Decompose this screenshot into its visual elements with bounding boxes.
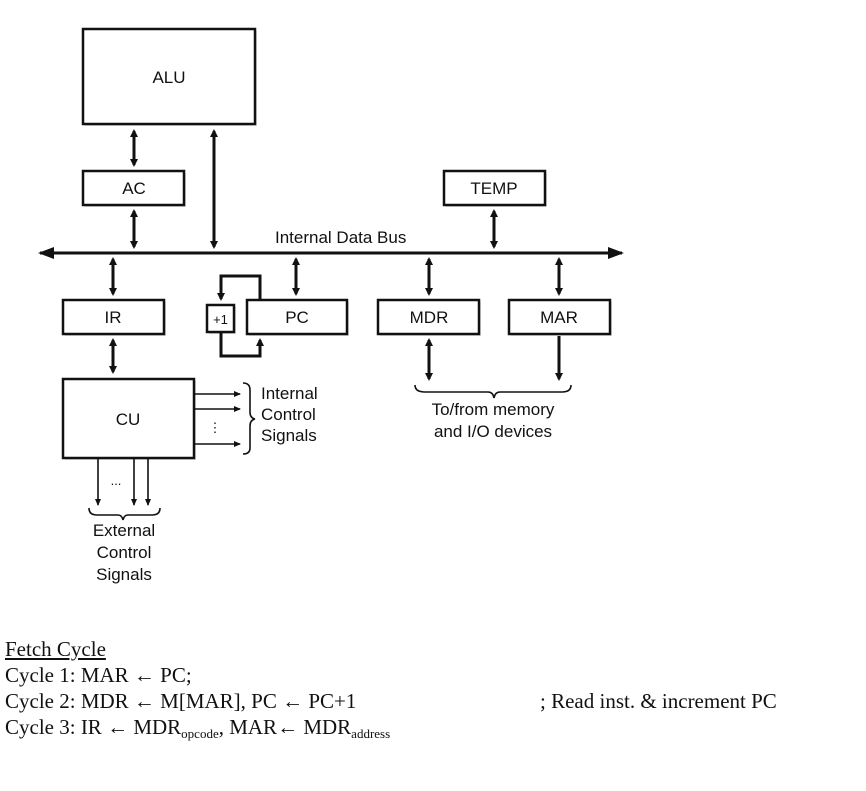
external-signals-line2: Control xyxy=(97,543,152,562)
mar-register: MAR xyxy=(507,298,612,336)
cycle-2-text: Cycle 2: MDR ← M[MAR], PC ← PC+1 xyxy=(5,689,357,713)
cycle-3-subscript-address: address xyxy=(351,726,391,741)
external-signal-brace xyxy=(88,507,161,521)
external-signals-line3: Signals xyxy=(96,565,152,584)
fetch-cycle-title: Fetch Cycle xyxy=(5,637,106,661)
fetch-cycle-section: Fetch Cycle Cycle 1: MAR ← PC; Cycle 2: … xyxy=(5,636,777,740)
ir-label: IR xyxy=(105,308,122,327)
temp-register: TEMP xyxy=(442,169,547,207)
temp-label: TEMP xyxy=(470,179,517,198)
external-signals-line1: External xyxy=(93,521,155,540)
ac-register: AC xyxy=(81,169,186,207)
internal-signal-brace xyxy=(242,382,256,455)
mar-label: MAR xyxy=(540,308,578,327)
internal-signal-ellipsis: ⋮ xyxy=(209,420,222,435)
internal-signals-line1: Internal xyxy=(261,384,318,403)
incrementer-label: +1 xyxy=(213,312,228,327)
pc-to-incrementer-arrow xyxy=(217,274,262,301)
fetch-cycle-1: Cycle 1: MAR ← PC; xyxy=(5,662,390,688)
pc-register: PC xyxy=(245,298,349,336)
cu-label: CU xyxy=(116,410,141,429)
ac-label: AC xyxy=(122,179,146,198)
cu-block: CU xyxy=(61,377,196,460)
fetch-cycle-2: Cycle 2: MDR ← M[MAR], PC ← PC+1 ; Read … xyxy=(5,688,777,714)
internal-signals-line2: Control xyxy=(261,405,316,424)
external-signal-ellipsis: ... xyxy=(111,473,122,488)
cpu-datapath-diagram: Internal Data Bus ALU AC TEMP IR +1 xyxy=(38,27,624,584)
mdr-register: MDR xyxy=(376,298,481,336)
mdr-label: MDR xyxy=(410,308,449,327)
cycle-3-subscript-opcode: opcode xyxy=(181,726,219,741)
pc-label: PC xyxy=(285,308,309,327)
cycle-2-comment: ; Read inst. & increment PC xyxy=(540,689,777,713)
internal-signals-line3: Signals xyxy=(261,426,317,445)
alu-block: ALU xyxy=(81,27,257,126)
memory-io-line1: To/from memory xyxy=(432,400,555,419)
memory-brace xyxy=(414,384,572,399)
fetch-cycle-3: Cycle 3: IR ← MDRopcode, MAR← MDRaddress xyxy=(5,714,390,740)
incrementer-block: +1 xyxy=(205,303,236,334)
cycle-3-middle: , MAR← MDR xyxy=(218,715,352,739)
cycle-1-text: Cycle 1: MAR ← PC; xyxy=(5,663,192,687)
memory-io-line2: and I/O devices xyxy=(434,422,552,441)
incrementer-to-pc-arrow xyxy=(219,332,264,358)
bus-label: Internal Data Bus xyxy=(275,228,406,247)
fetch-cycle-title-row: Fetch Cycle xyxy=(5,636,390,662)
ir-register: IR xyxy=(61,298,166,336)
alu-label: ALU xyxy=(152,68,185,87)
cycle-3-prefix: Cycle 3: IR ← MDR xyxy=(5,715,182,739)
